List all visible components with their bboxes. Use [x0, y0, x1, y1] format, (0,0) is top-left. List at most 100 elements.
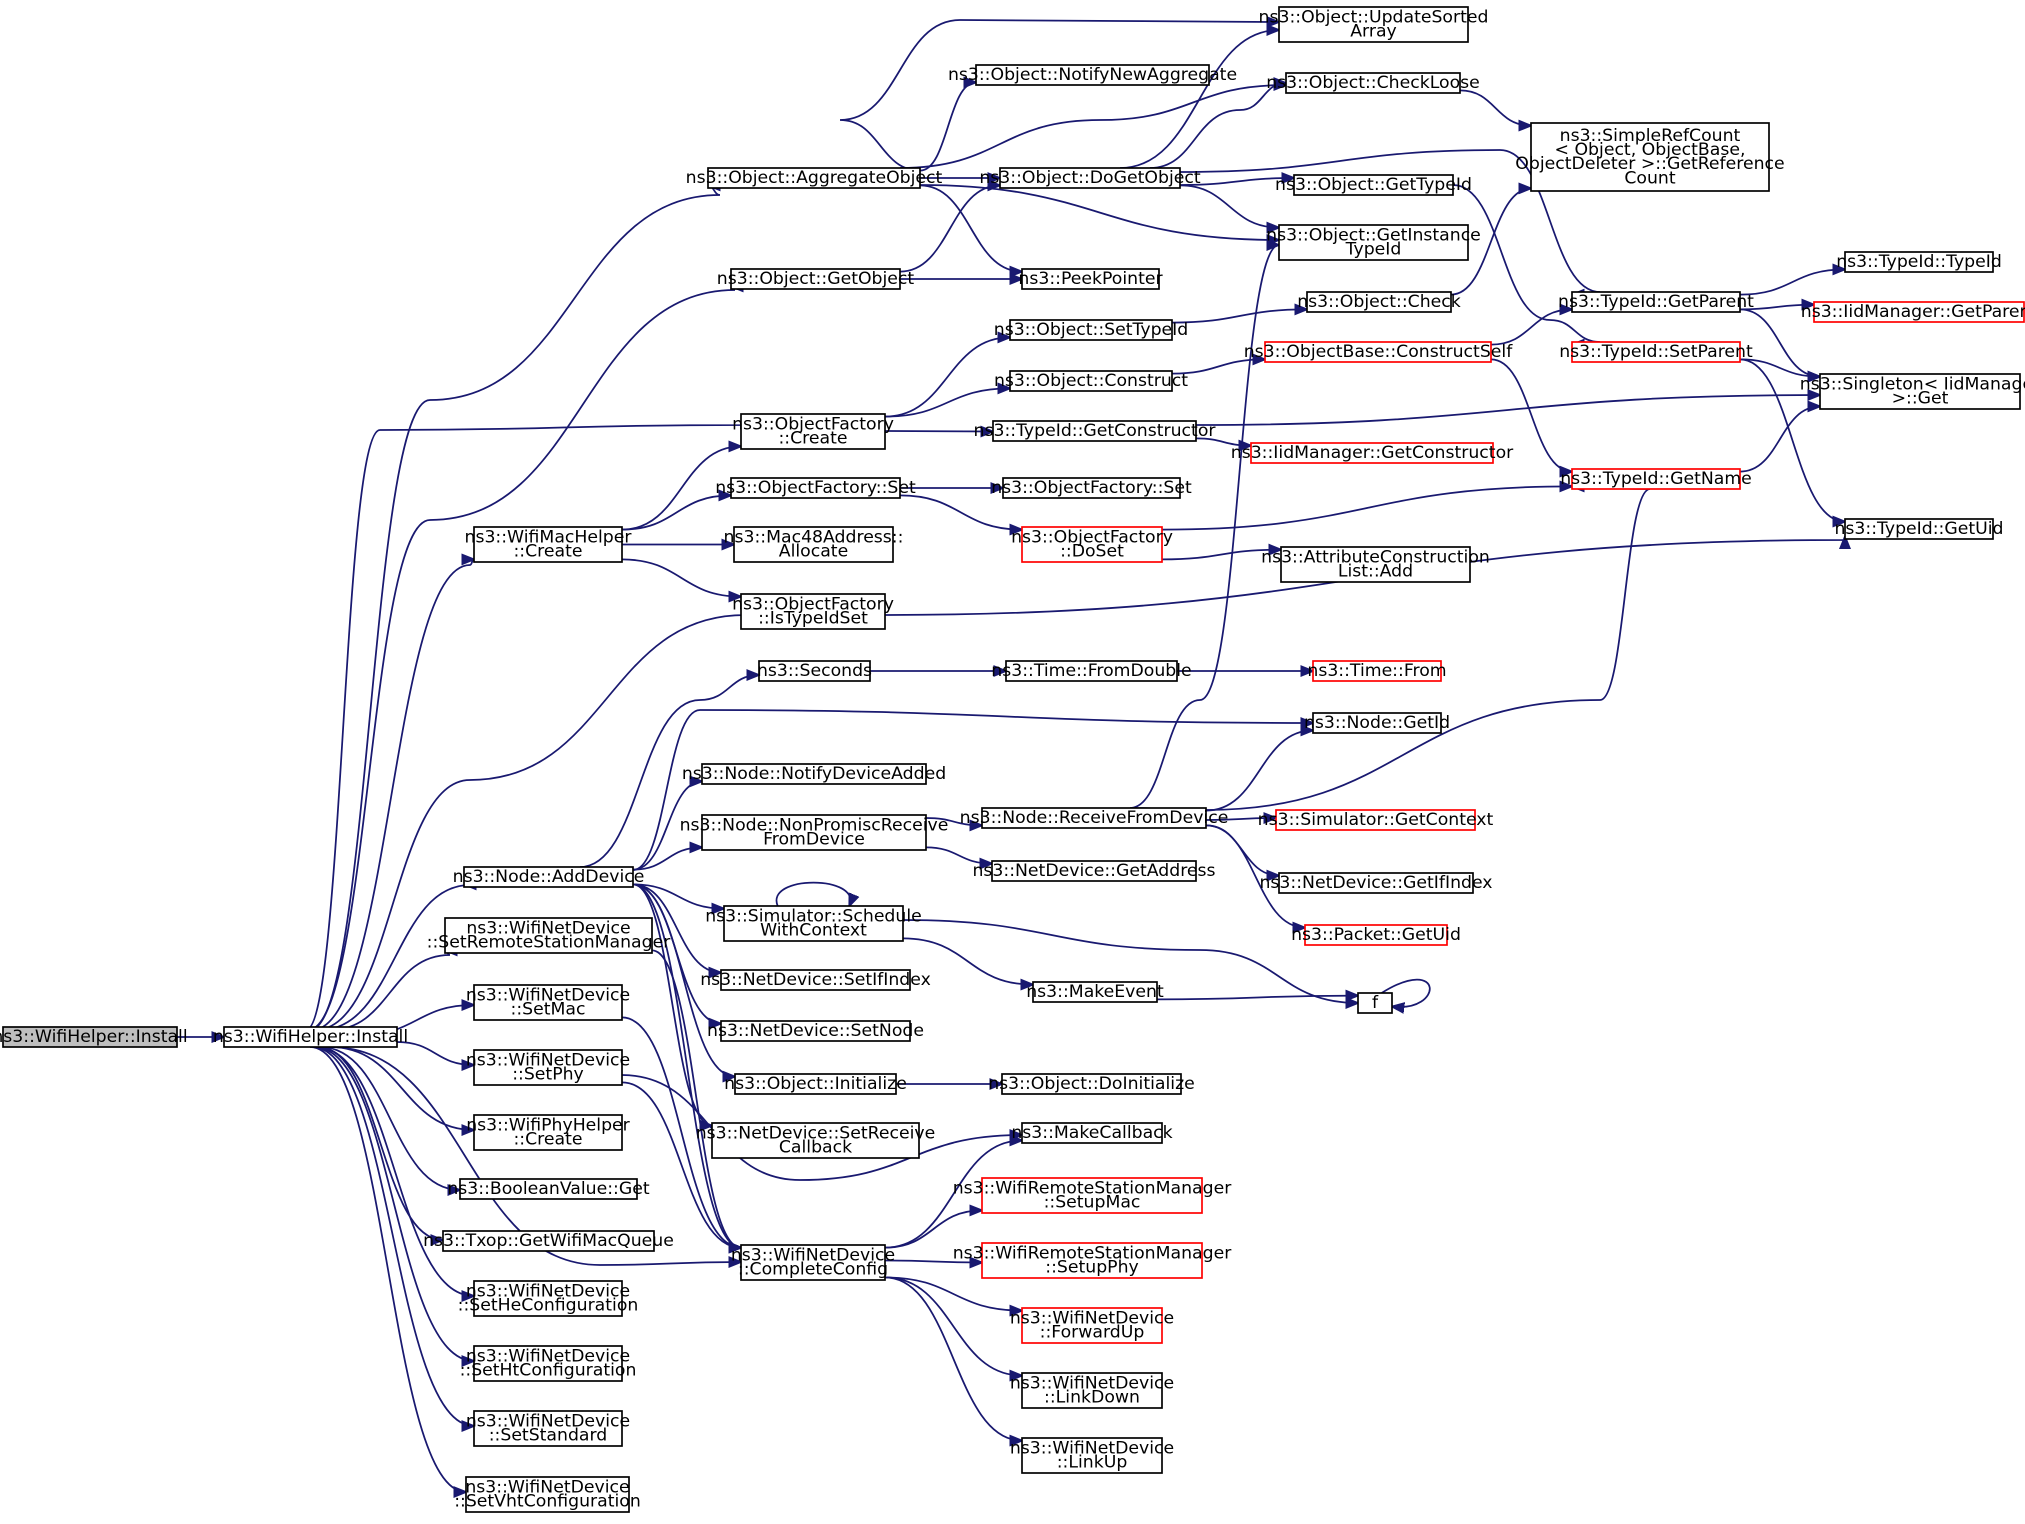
node-label-line: f	[1372, 993, 1379, 1013]
node-n34[interactable]: ns3::ObjectBase::ConstructSelf	[1244, 341, 1513, 363]
node-box	[720, 969, 911, 991]
node-n12[interactable]: ns3::BooleanValue::Get	[447, 1178, 650, 1200]
node-n28[interactable]: ns3::TypeId::GetConstructor	[974, 420, 1217, 442]
node-n38[interactable]: ns3::TypeId::SetParent	[1559, 341, 1753, 363]
node-n45[interactable]: ns3::Time::FromDouble	[991, 660, 1192, 682]
node-label-line: ns3::WifiNetDevice	[466, 1412, 630, 1432]
node-n43[interactable]: ns3::TypeId::GetUid	[1834, 518, 2004, 540]
node-label-line: ns3::Object::CheckLoose	[1266, 73, 1480, 93]
node-n61[interactable]: ns3::Object::DoInitialize	[988, 1073, 1195, 1095]
node-n66[interactable]: ns3::WifiRemoteStationManager::SetupPhy	[953, 1242, 1233, 1279]
node-n47[interactable]: ns3::Node::GetId	[1304, 712, 1450, 734]
node-n69[interactable]: ns3::WifiNetDevice::LinkUp	[1010, 1437, 1174, 1474]
node-n9[interactable]: ns3::WifiNetDevice::SetMac	[466, 984, 630, 1021]
edge-n64-n68	[884, 1276, 1022, 1375]
node-n22[interactable]: ns3::Object::CheckLoose	[1266, 72, 1480, 94]
node-label-line: ::CompleteConfig	[738, 1260, 888, 1280]
node-label-line: ns3::NetDevice::SetReceive	[696, 1124, 936, 1144]
node-n33[interactable]: ns3::Object::Check	[1297, 291, 1461, 313]
edge-n64-n66	[884, 1260, 982, 1262]
node-n11[interactable]: ns3::WifiPhyHelper::Create	[466, 1114, 631, 1151]
node-n60[interactable]: ns3::Object::Initialize	[724, 1073, 907, 1095]
node-box	[1005, 660, 1178, 682]
node-label-line: ns3::WifiNetDevice	[1010, 1439, 1174, 1459]
node-n10[interactable]: ns3::WifiNetDevice::SetPhy	[466, 1049, 630, 1086]
node-label-line: ns3::Object::GetTypeId	[1275, 175, 1472, 195]
node-n51[interactable]: ns3::Simulator::GetContext	[1258, 809, 1494, 831]
node-n31[interactable]: ns3::ObjectFactory::Set	[991, 477, 1192, 499]
node-n42[interactable]: ns3::Singleton< IidManager >::Get	[1800, 373, 2025, 410]
node-n35[interactable]: ns3::IidManager::GetConstructor	[1231, 442, 1514, 464]
node-n48[interactable]: ns3::Node::NotifyDeviceAdded	[682, 763, 946, 785]
node-n37[interactable]: ns3::TypeId::GetParent	[1558, 291, 1754, 313]
node-n40[interactable]: ns3::TypeId::TypeId	[1836, 251, 2002, 273]
node-n2[interactable]: ns3::Object::AggregateObject	[686, 167, 943, 189]
node-label-line: TypeId	[1345, 240, 1402, 260]
node-n58[interactable]: ns3::NetDevice::SetIfIndex	[700, 969, 931, 991]
node-n6[interactable]: ns3::ObjectFactory::IsTypeIdSet	[732, 593, 894, 630]
node-label-line: ns3::WifiNetDevice	[466, 1051, 630, 1071]
node-label-line: ::ForwardUp	[1040, 1323, 1145, 1343]
node-label-line: ns3::Singleton< IidManager	[1800, 375, 2025, 395]
node-box	[473, 1049, 623, 1086]
node-n23[interactable]: ns3::Object::GetTypeId	[1275, 174, 1472, 196]
node-n3[interactable]: ns3::Object::GetObject	[717, 268, 915, 290]
node-n8[interactable]: ns3::WifiNetDevice::SetRemoteStationMana…	[427, 917, 672, 954]
edge-n19-n22	[1149, 82, 1286, 172]
node-box	[1304, 924, 1448, 946]
node-n1[interactable]: ns3::WifiHelper::Install	[213, 1026, 408, 1048]
node-n32[interactable]: ns3::ObjectFactory::DoSet	[1011, 526, 1173, 563]
node-n46[interactable]: ns3::Time::From	[1307, 660, 1447, 682]
node-n5[interactable]: ns3::WifiMacHelper::Create	[465, 526, 633, 563]
node-label-line: ns3::WifiNetDevice	[466, 919, 630, 939]
node-box	[1293, 174, 1454, 196]
node-n65[interactable]: ns3::WifiRemoteStationManager::SetupMac	[953, 1177, 1233, 1214]
edge-n64-n67	[884, 1276, 1022, 1310]
node-label-line: ns3::Node::NotifyDeviceAdded	[682, 764, 946, 784]
node-n44[interactable]: ns3::Seconds	[757, 660, 872, 682]
node-n68[interactable]: ns3::WifiNetDevice::LinkDown	[1010, 1372, 1174, 1409]
node-n53[interactable]: ns3::NetDevice::GetIfIndex	[1259, 872, 1493, 894]
node-n57[interactable]: f	[1357, 992, 1393, 1014]
node-label-line: ns3::Node::ReceiveFromDevice	[960, 808, 1229, 828]
node-n50[interactable]: ns3::Node::ReceiveFromDevice	[960, 807, 1229, 829]
node-n18[interactable]: ns3::Object::NotifyNewAggregate	[948, 64, 1237, 86]
node-n20[interactable]: ns3::PeekPointer	[1018, 268, 1163, 290]
node-n4[interactable]: ns3::ObjectFactory::Create	[732, 413, 894, 450]
node-n7[interactable]: ns3::Node::AddDevice	[453, 866, 645, 888]
node-n26[interactable]: ns3::Object::SetTypeId	[994, 319, 1188, 341]
node-n67[interactable]: ns3::WifiNetDevice::ForwardUp	[1010, 1307, 1174, 1344]
node-n63[interactable]: ns3::MakeCallback	[1011, 1122, 1173, 1144]
node-label-line: >::Get	[1892, 389, 1949, 409]
node-n39[interactable]: ns3::TypeId::GetName	[1560, 468, 1752, 490]
edge-n26-n33	[1171, 309, 1307, 324]
node-n64[interactable]: ns3::WifiNetDevice::CompleteConfig	[731, 1244, 895, 1281]
node-n19[interactable]: ns3::Object::DoGetObject	[979, 167, 1201, 189]
node-n0[interactable]: ns3::WifiHelper::Install	[0, 1026, 188, 1048]
node-n59[interactable]: ns3::NetDevice::SetNode	[707, 1020, 924, 1042]
node-n16[interactable]: ns3::WifiNetDevice::SetStandard	[466, 1410, 630, 1447]
node-n27[interactable]: ns3::Object::Construct	[994, 370, 1188, 392]
node-n30[interactable]: ns3::Mac48Address::Allocate	[724, 526, 904, 563]
node-n52[interactable]: ns3::NetDevice::GetAddress	[972, 860, 1216, 882]
node-n25[interactable]: ns3::SimpleRefCount< Object, ObjectBase,…	[1515, 122, 1785, 192]
node-label-line: ns3::ObjectFactory	[1011, 528, 1173, 548]
node-n29[interactable]: ns3::ObjectFactory::Set	[715, 477, 916, 499]
node-label-line: ns3::Packet::GetUid	[1291, 925, 1461, 945]
node-n54[interactable]: ns3::Packet::GetUid	[1291, 924, 1461, 946]
node-n15[interactable]: ns3::WifiNetDevice::SetHtConfiguration	[460, 1345, 637, 1382]
edge-n5-n4	[621, 446, 741, 531]
edge-n37-n40	[1739, 269, 1845, 296]
node-n56[interactable]: ns3::MakeEvent	[1026, 981, 1164, 1003]
node-n17[interactable]: ns3::WifiNetDevice::SetVhtConfiguration	[454, 1476, 641, 1513]
node-n41[interactable]: ns3::IidManager::GetParent	[1801, 301, 2025, 323]
node-box	[1278, 224, 1469, 261]
node-n13[interactable]: ns3::Txop::GetWifiMacQueue	[423, 1230, 674, 1252]
node-n14[interactable]: ns3::WifiNetDevice::SetHeConfiguration	[458, 1280, 639, 1317]
